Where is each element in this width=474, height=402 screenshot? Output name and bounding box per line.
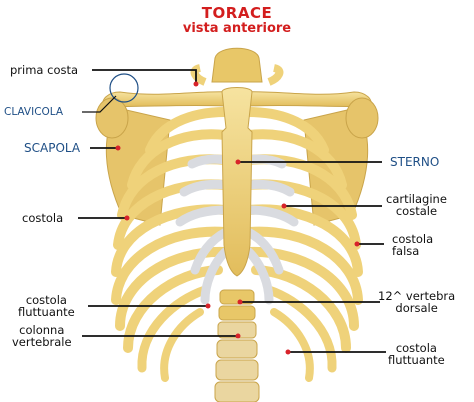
label-colonna-vertebrale: colonna vertebrale: [12, 323, 72, 349]
marker-sterno: [235, 159, 241, 165]
left-ribs: [111, 107, 230, 382]
marker-prima-costa: [193, 81, 199, 87]
marker-fluttuante-right: [285, 349, 291, 355]
label-costola: costola: [22, 211, 64, 225]
marker-fluttuante-left: [205, 303, 211, 309]
leader-prima-costa: [92, 69, 197, 84]
right-clavicle: [241, 91, 372, 108]
label-costola-fluttuante-left: costola fluttuante: [18, 293, 75, 319]
diagram-subtitle: vista anteriore: [182, 21, 292, 36]
label-costola-falsa: costola falsa: [392, 232, 434, 258]
left-shoulder: [95, 97, 129, 139]
label-sterno: STERNO: [390, 155, 440, 169]
marker-colonna: [235, 333, 241, 339]
label-costola-fluttuante-right: costola fluttuante: [388, 341, 445, 367]
marker-costola-falsa: [354, 241, 360, 247]
right-shoulder: [345, 97, 379, 139]
label-prima-costa: prima costa: [10, 63, 79, 77]
clavicle-highlight-circle: [109, 73, 139, 103]
leader-clavicola: [82, 95, 117, 113]
label-clavicola: CLAVICOLA: [4, 106, 64, 118]
marker-scapola: [115, 145, 121, 151]
label-cartilagine-costale: cartilagine costale: [386, 192, 447, 218]
marker-costola: [124, 215, 130, 221]
label-vertebra-dorsale: 12^ vertebra dorsale: [378, 289, 456, 315]
marker-cartilagine: [281, 203, 287, 209]
sternum: [221, 87, 253, 277]
diagram-title: TORACE: [201, 4, 273, 22]
label-scapola: SCAPOLA: [24, 141, 81, 155]
cervical-spine: [211, 47, 263, 83]
marker-vertebra: [237, 299, 243, 305]
